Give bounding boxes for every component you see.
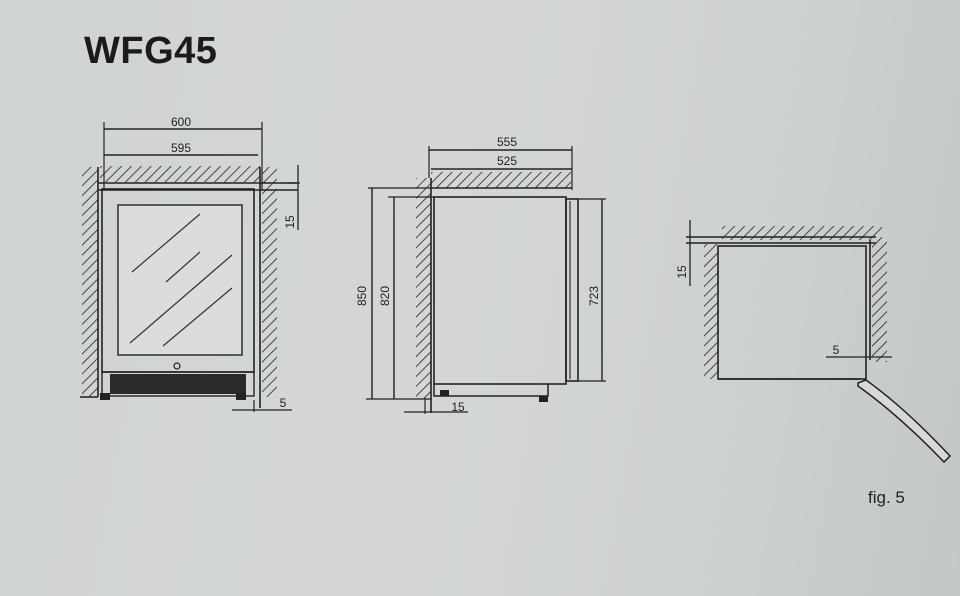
dim-side-850: 850 [355, 286, 369, 306]
front-view: 600 595 15 5 [80, 115, 300, 412]
top-left-wall [704, 244, 719, 379]
front-right-wall [262, 167, 277, 397]
top-cabinet [717, 245, 867, 380]
dim-top-5: 5 [833, 343, 840, 357]
door-lock-icon [173, 362, 181, 370]
front-top-wall [100, 166, 260, 182]
top-back-wall [722, 226, 882, 240]
dim-side-820: 820 [378, 286, 392, 306]
dim-side-15: 15 [451, 400, 465, 414]
top-door-open [857, 379, 952, 464]
top-right-wall [872, 240, 887, 362]
side-back-wall [416, 178, 431, 398]
dim-top-15: 15 [675, 265, 689, 279]
model-title: WFG45 [84, 30, 218, 72]
dim-front-595: 595 [171, 141, 191, 155]
dim-front-600: 600 [171, 115, 191, 129]
dim-side-723: 723 [587, 286, 601, 306]
front-glass-door [117, 204, 243, 356]
dim-side-555: 555 [497, 135, 517, 149]
side-view: 555 525 850 820 723 15 [355, 135, 606, 414]
front-left-wall [82, 167, 98, 397]
side-top-wall [431, 172, 571, 188]
top-view: 15 5 [675, 220, 952, 464]
dim-side-525: 525 [497, 154, 517, 168]
side-door-edge [565, 198, 579, 382]
dim-front-5: 5 [280, 396, 287, 410]
figure-label: fig. 5 [868, 488, 905, 507]
front-kick-plate [110, 374, 246, 394]
dim-front-15: 15 [283, 215, 297, 229]
side-cabinet [433, 196, 567, 385]
